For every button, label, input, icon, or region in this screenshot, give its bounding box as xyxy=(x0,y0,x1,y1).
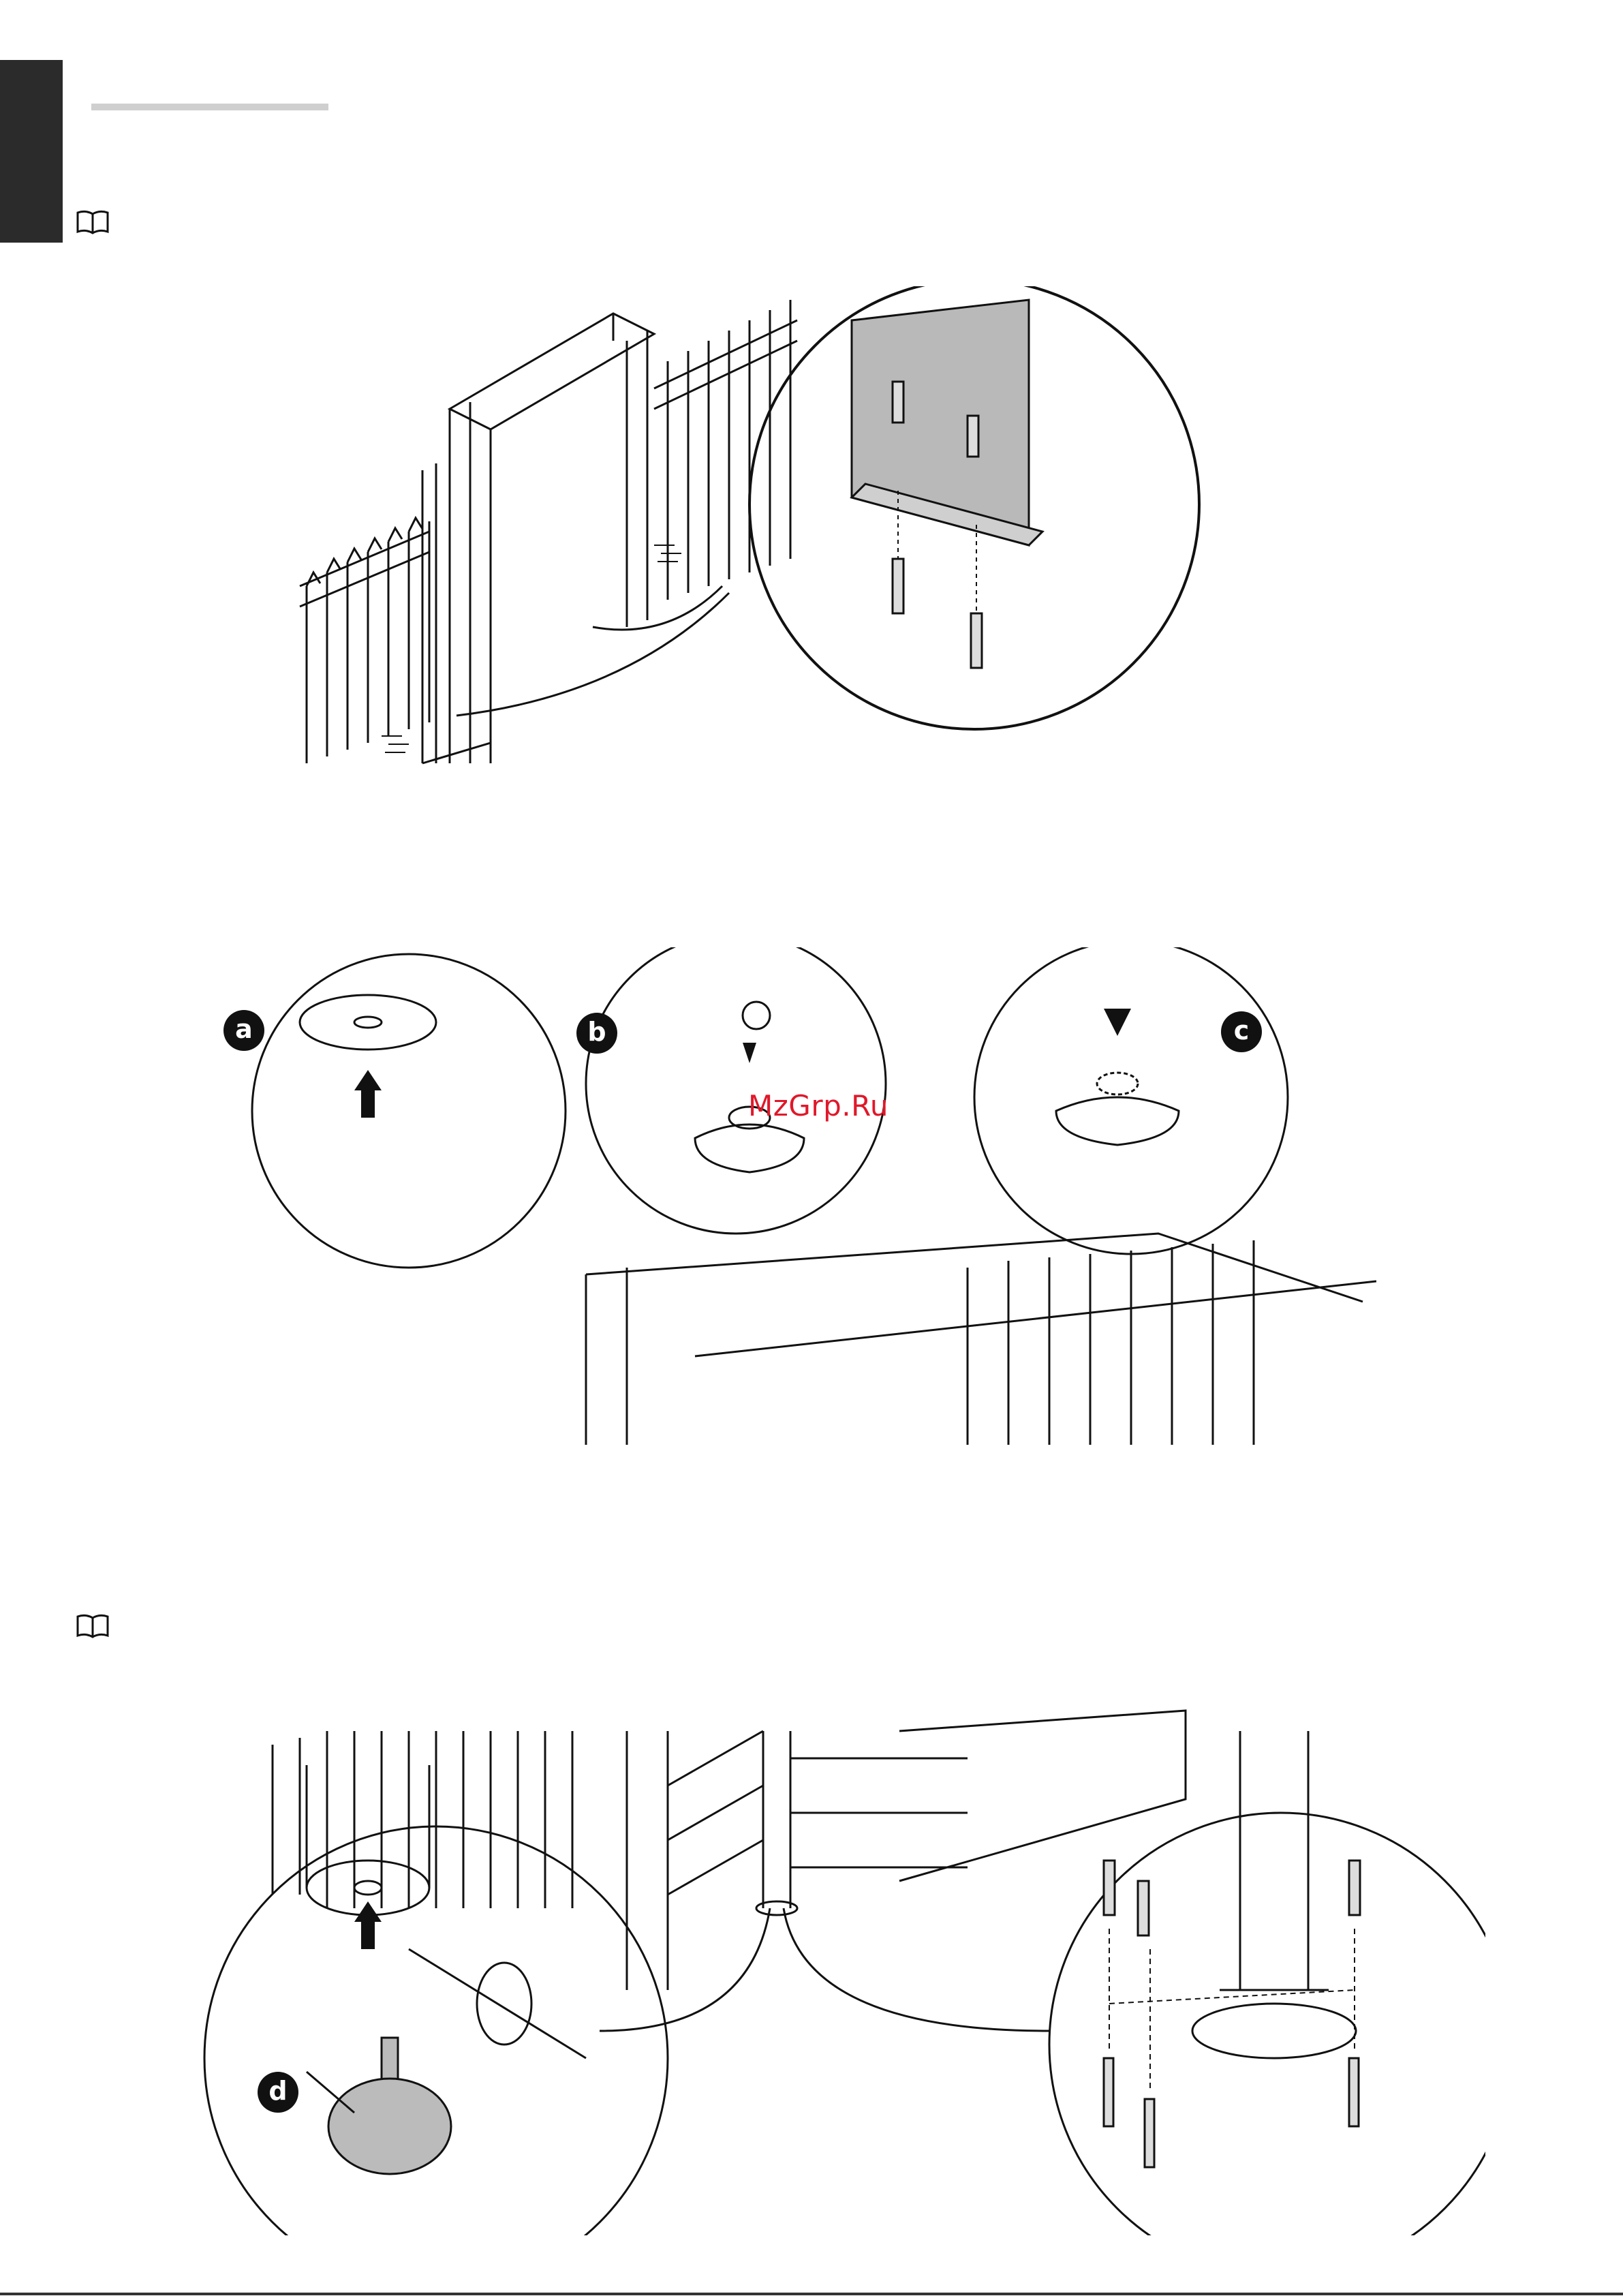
section-tab xyxy=(0,60,63,243)
callout-d: d xyxy=(258,2072,298,2113)
watermark: MzGrp.Ru xyxy=(748,1089,888,1122)
footer-rule xyxy=(0,2293,1623,2295)
detail-circle-c xyxy=(974,947,1288,1254)
book-icon xyxy=(76,210,109,234)
figure-base-anchoring xyxy=(150,1704,1485,2235)
fence-right xyxy=(654,300,797,600)
fence-left xyxy=(300,518,429,763)
book-icon xyxy=(76,1614,109,1638)
figure-bearing-assembly xyxy=(204,947,1376,1445)
callout-c: c xyxy=(1221,1011,1262,1052)
callout-a: a xyxy=(223,1010,264,1051)
figure-frame-anchoring xyxy=(286,286,1240,777)
callout-b: b xyxy=(576,1013,617,1054)
header-rule xyxy=(91,104,328,110)
